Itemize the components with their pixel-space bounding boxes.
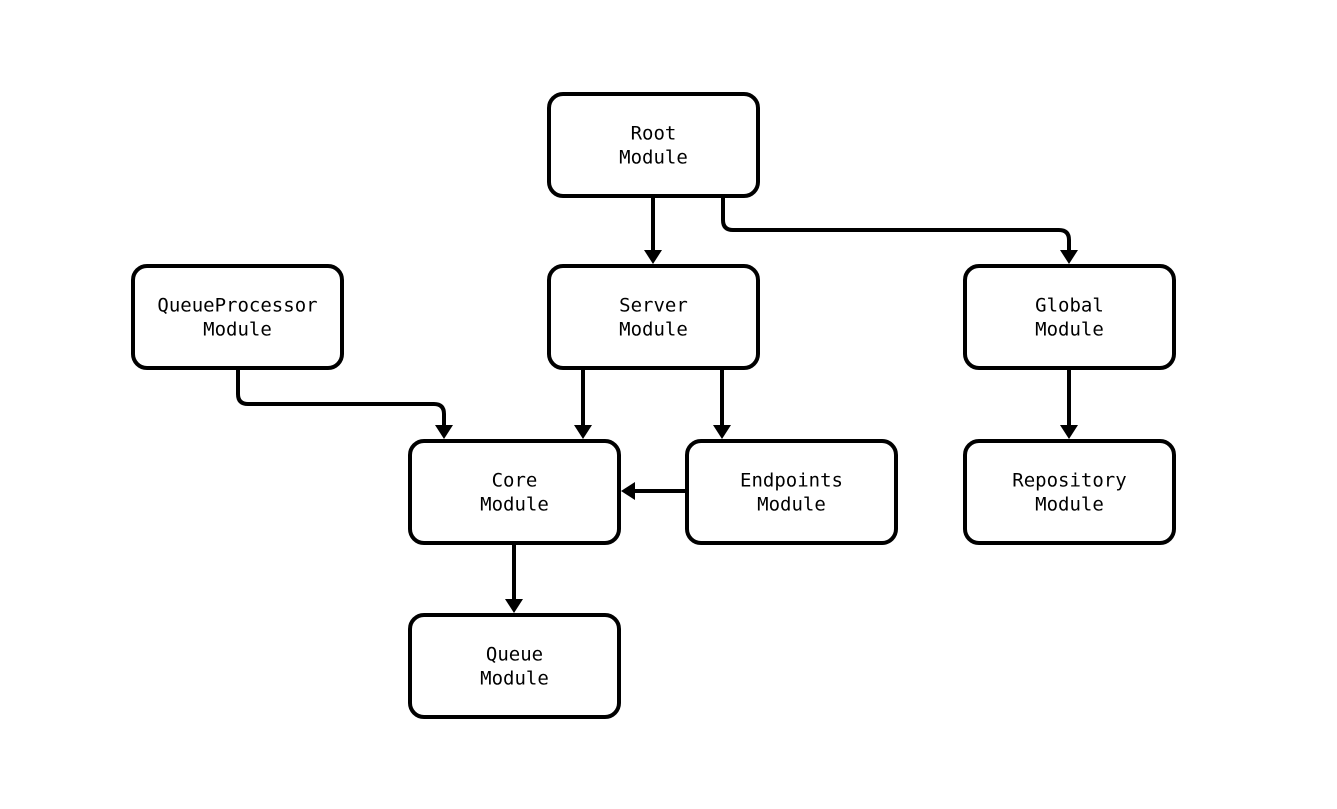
edge-root-to-global — [721, 196, 1078, 264]
node-label-line2-endpoints: Module — [757, 493, 826, 515]
arrowhead-server-to-endpoints — [713, 425, 731, 439]
node-label-line2-server: Module — [619, 318, 688, 340]
edge-core-to-queue — [505, 543, 523, 613]
node-label-line1-root: Root — [631, 122, 677, 144]
edge-global-to-repository — [1060, 368, 1078, 439]
arrowhead-root-to-global — [1060, 250, 1078, 264]
arrowhead-root-to-server — [644, 250, 662, 264]
node-label-line2-global: Module — [1035, 318, 1104, 340]
edge-queueprocessor-to-core — [236, 368, 453, 439]
edge-endpoints-to-core — [621, 482, 687, 500]
edge-root-to-server — [644, 196, 662, 264]
node-label-line2-repository: Module — [1035, 493, 1104, 515]
arrowhead-queueprocessor-to-core — [435, 425, 453, 439]
node-label-line2-queueprocessor: Module — [203, 318, 272, 340]
edge-line-queueprocessor-to-core — [236, 368, 446, 427]
node-label-line1-endpoints: Endpoints — [740, 469, 843, 491]
edge-line-root-to-global — [721, 196, 1071, 252]
node-label-line1-server: Server — [619, 294, 688, 316]
edge-server-to-endpoints — [713, 368, 731, 439]
node-box-endpoints — [685, 439, 898, 545]
node-box-core — [408, 439, 621, 545]
node-box-queueprocessor — [131, 264, 344, 370]
arrowhead-server-to-core — [574, 425, 592, 439]
node-label-line2-root: Module — [619, 146, 688, 168]
node-label-line2-queue: Module — [480, 667, 549, 689]
node-box-repository — [963, 439, 1176, 545]
edges-layer — [236, 196, 1078, 613]
node-box-root — [547, 92, 760, 198]
node-label-line1-queueprocessor: QueueProcessor — [157, 294, 317, 316]
node-label-line1-queue: Queue — [486, 643, 543, 665]
node-label-line1-repository: Repository — [1012, 469, 1126, 491]
arrowhead-core-to-queue — [505, 599, 523, 613]
node-label-line1-core: Core — [492, 469, 538, 491]
arrowhead-global-to-repository — [1060, 425, 1078, 439]
edge-server-to-core — [574, 368, 592, 439]
node-box-server — [547, 264, 760, 370]
node-label-line1-global: Global — [1035, 294, 1104, 316]
node-box-queue — [408, 613, 621, 719]
arrowhead-endpoints-to-core — [621, 482, 635, 500]
node-box-global — [963, 264, 1176, 370]
node-label-line2-core: Module — [480, 493, 549, 515]
